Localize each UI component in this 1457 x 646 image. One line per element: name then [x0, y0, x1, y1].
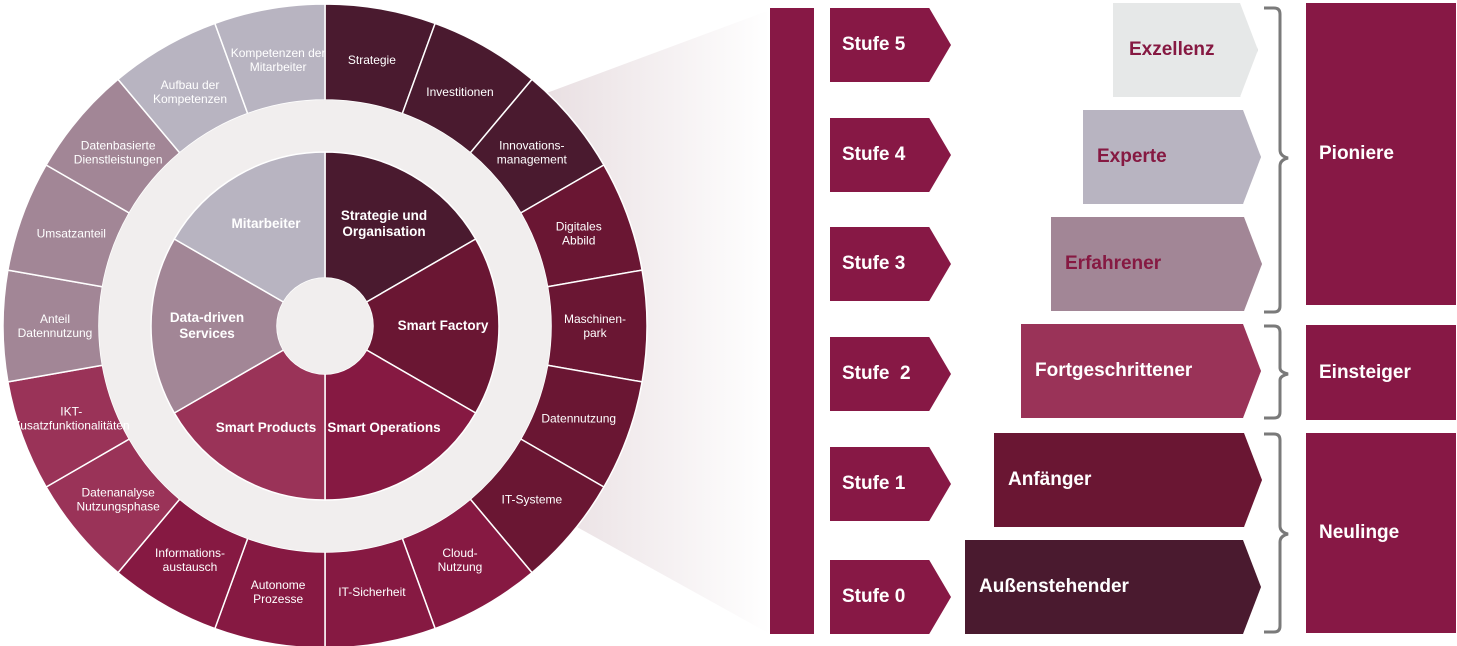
bracket-neulinge — [1264, 432, 1289, 634]
stufe-2-arrow: Stufe 2 — [830, 337, 951, 411]
outer-label-umsatzanteil: Umsatzanteil — [37, 227, 106, 241]
bracket-pioniere — [1264, 6, 1289, 314]
stufe-1-label: Stufe 1 — [842, 473, 906, 494]
stufe-1-arrow: Stufe 1 — [830, 447, 951, 521]
outer-label-datennutzung: Datennutzung — [541, 411, 616, 425]
stufe-0-arrow: Stufe 0 — [830, 560, 951, 634]
level-aussenstehender-label: Außenstehender — [979, 576, 1129, 597]
level-anfaenger-label: Anfänger — [1008, 469, 1092, 490]
stufe-3-label: Stufe 3 — [842, 253, 906, 274]
stufe-5-label: Stufe 5 — [842, 34, 906, 55]
group-einsteiger-label: Einsteiger — [1319, 361, 1411, 383]
level-erfahrener-label: Erfahrener — [1065, 253, 1162, 274]
wheel-center — [277, 278, 373, 374]
outer-label-ikt-zusatzfunktionalitaeten: IKT-Zusatzfunktionalitäten — [13, 404, 130, 432]
level-fortgeschrittener: Fortgeschrittener — [1021, 324, 1261, 418]
level-exzellenz-label: Exzellenz — [1129, 39, 1215, 60]
outer-label-maschinen-park: Maschinen-park — [564, 312, 626, 340]
group-einsteiger: Einsteiger — [1306, 325, 1456, 420]
inner-label-mitarbeiter: Mitarbeiter — [231, 216, 301, 231]
group-pioniere-label: Pioniere — [1319, 143, 1394, 164]
stufe-4-arrow: Stufe 4 — [830, 118, 951, 192]
inner-label-smart-factory: Smart Factory — [398, 318, 489, 333]
stufe-3-arrow: Stufe 3 — [830, 227, 951, 301]
group-neulinge-label: Neulinge — [1319, 522, 1400, 543]
stage-bar — [770, 8, 814, 634]
stufe-2-label: Stufe 2 — [842, 363, 911, 384]
readiness-wheel: StrategieInvestitionenInnovations-manage… — [2, 3, 770, 646]
outer-label-investitionen: Investitionen — [426, 85, 493, 99]
outer-label-innovations-management: Innovations-management — [497, 138, 568, 166]
outer-label-strategie: Strategie — [348, 53, 396, 67]
inner-label-smart-products: Smart Products — [216, 420, 317, 435]
level-anfaenger: Anfänger — [994, 433, 1262, 527]
level-aussenstehender: Außenstehender — [965, 540, 1261, 634]
stufe-4-label: Stufe 4 — [842, 144, 906, 165]
bracket-einsteiger — [1264, 324, 1289, 420]
inner-label-smart-operations: Smart Operations — [327, 420, 440, 435]
outer-label-cloud-nutzung: Cloud-Nutzung — [438, 546, 483, 574]
group-neulinge: Neulinge — [1306, 433, 1456, 633]
stufe-5-arrow: Stufe 5 — [830, 8, 951, 82]
group-pioniere: Pioniere — [1306, 3, 1456, 305]
level-experte-label: Experte — [1097, 146, 1167, 167]
level-exzellenz: Exzellenz — [1113, 3, 1258, 97]
outer-label-informations-austausch: Informations-austausch — [155, 546, 225, 574]
stufe-0-label: Stufe 0 — [842, 586, 906, 607]
level-fortgeschrittener-label: Fortgeschrittener — [1035, 360, 1193, 381]
outer-label-it-systeme: IT-Systeme — [501, 493, 562, 507]
level-erfahrener: Erfahrener — [1051, 217, 1262, 311]
outer-label-it-sicherheit: IT-Sicherheit — [338, 585, 406, 599]
level-experte: Experte — [1083, 110, 1261, 204]
